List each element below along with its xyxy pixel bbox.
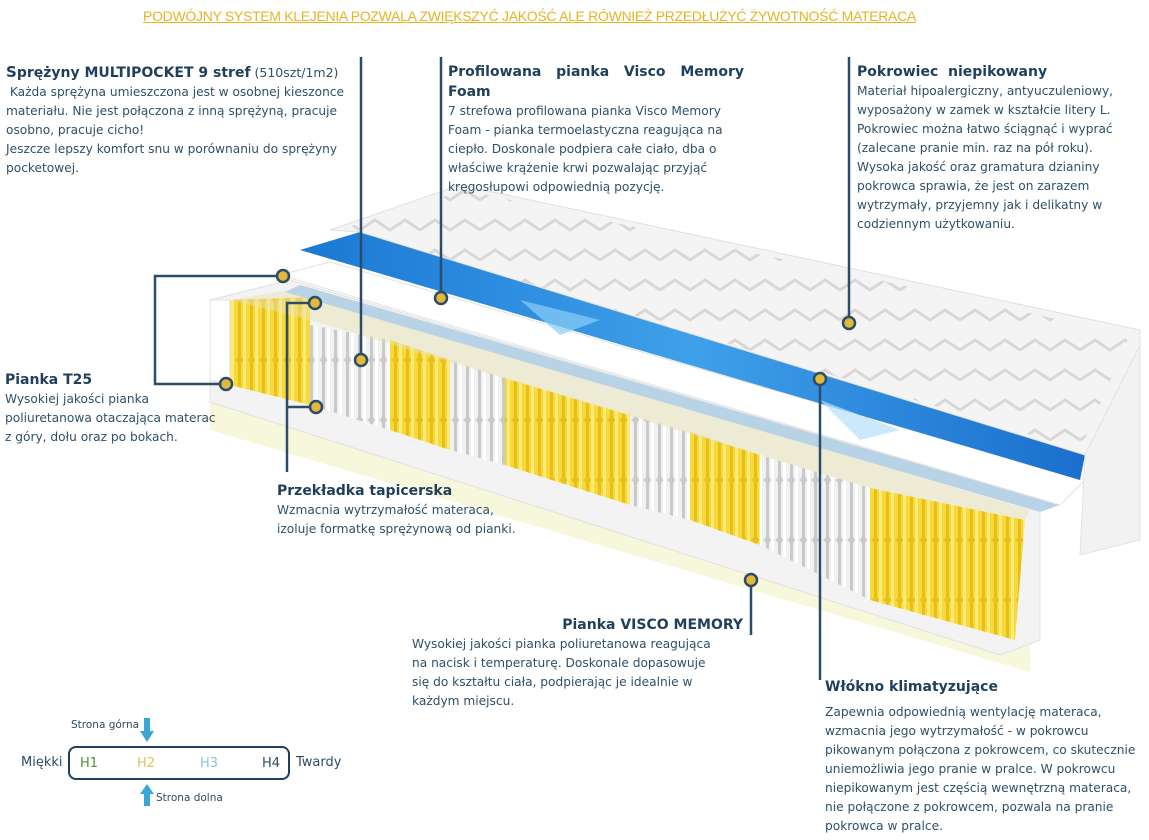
callout-springs: Sprężyny MULTIPOCKET 9 stref (510szt/1m2… (6, 62, 358, 178)
callout-upholstery: Przekładka tapicerska Wzmacnia wytrzymał… (277, 481, 557, 539)
springs-line: Każda sprężyna umieszczona jest w osobne… (6, 85, 344, 99)
arrow-up-icon (140, 784, 154, 806)
visco-foam-line: kręgosłupowi odpowiednią pozycję. (448, 180, 665, 194)
springs-title: Sprężyny MULTIPOCKET 9 stref (510szt/1m2… (6, 63, 339, 81)
upholstery-title: Przekładka tapicerska (277, 483, 453, 499)
hardness-h4: H4 (262, 756, 281, 771)
springs-line: pocketowej. (6, 161, 79, 175)
visco-foam-title: Profilowana pianka Visco Memory Foam (448, 64, 744, 100)
t25-line: poliuretanowa otaczająca materac (5, 411, 216, 425)
cover-line: wytrzymały, przyjemny jak i delikatny w (857, 198, 1103, 212)
upholstery-line: Wzmacnia wytrzymałość materaca, (277, 503, 494, 517)
fiber-line: uniemożliwia jego pranie w pralce. W pok… (825, 762, 1116, 776)
hard-label: Twardy (296, 755, 342, 770)
soft-label: Miękki (21, 755, 63, 770)
callout-fiber: Włókno klimatyzujące Zapewnia odpowiedni… (825, 677, 1149, 836)
callout-markers (218, 268, 857, 588)
visco-memory-line: się do kształtu ciała, podpierając je id… (412, 675, 693, 689)
fiber-line: niepikowanym jest częścią wewnętrzną mat… (825, 781, 1132, 795)
hardness-h1: H1 (80, 756, 99, 771)
springs-line: materiału. Nie jest połączona z inną spr… (6, 104, 338, 118)
cover-line: Wysoka jakość oraz gramatura dzianiny (857, 160, 1100, 174)
callout-cover: Pokrowiec niepikowany Materiał hipoalerg… (857, 62, 1149, 234)
visco-foam-line: 7 strefowa profilowana pianka Visco Memo… (448, 104, 721, 118)
fiber-line: pokrowca w pralce. (825, 819, 943, 833)
top-side-label: Strona górna (71, 719, 140, 731)
fiber-title: Włókno klimatyzujące (825, 679, 998, 695)
t25-line: z góry, dołu oraz po bokach. (5, 430, 178, 444)
cover-line: pokrowca sprawia, że jest on zarazem (857, 179, 1090, 193)
springs-line: osobno, pracuje cicho! (6, 123, 145, 137)
callout-visco-foam: Profilowana pianka Visco Memory Foam 7 s… (448, 62, 744, 197)
visco-foam-line: właściwe krążenie krwi pozwalając przyją… (448, 161, 708, 175)
upholstery-line: izoluje formatkę sprężynową od pianki. (277, 522, 516, 536)
fiber-line: Zapewnia odpowiednią wentylację materaca… (825, 705, 1102, 719)
t25-line: Wysokiej jakości pianka (5, 392, 149, 406)
visco-memory-line: każdym miejscu. (412, 694, 515, 708)
visco-memory-line: Wysokiej jakości pianka poliuretanowa re… (412, 637, 711, 651)
leader-lines (153, 57, 851, 680)
visco-memory-title: Pianka VISCO MEMORY (562, 617, 743, 633)
visco-memory-line: na nacisk i temperaturę. Doskonale dopas… (412, 656, 706, 670)
fiber-line: pikowanym połączona z pokrowcem, co skut… (825, 743, 1136, 757)
fiber-line: nie połączone z pokrowcem, pozwala na pr… (825, 800, 1114, 814)
banner-heading: PODWÓJNY SYSTEM KLEJENIA POZWALA ZWIĘKSZ… (143, 8, 916, 24)
cover-title: Pokrowiec niepikowany (857, 64, 1048, 80)
fiber-line: wzmacnia jego wytrzymałość - w pokrowcu (825, 724, 1089, 738)
visco-foam-line: ciepło. Doskonale podpiera całe ciało, d… (448, 142, 717, 156)
visco-memory-layer (210, 402, 1030, 672)
bottom-side-label: Strona dolna (156, 792, 223, 804)
arrow-down-icon (140, 718, 154, 742)
hardness-h2: H2 (137, 756, 156, 771)
cover-line: codziennym użytkowaniu. (857, 217, 1015, 231)
visco-foam-layer (300, 232, 1085, 480)
callout-t25: Pianka T25 Wysokiej jakości pianka poliu… (5, 370, 225, 447)
hardness-scale-box (68, 746, 290, 780)
t25-title: Pianka T25 (5, 372, 93, 388)
callout-visco-memory: Pianka VISCO MEMORY Wysokiej jakości pia… (412, 615, 747, 711)
cover-line: Pokrowiec można łatwo ściągnąć i wyprać (857, 122, 1113, 136)
cover-line: (zalecane pranie min. raz na pół roku). (857, 141, 1093, 155)
cover-line: Materiał hipoalergiczny, antyuczuleniowy… (857, 84, 1114, 98)
springs-line: Jeszcze lepszy komfort snu w porównaniu … (6, 142, 338, 156)
hardness-h3: H3 (200, 756, 219, 771)
visco-foam-line: Foam - pianka termoelastyczna reagująca … (448, 123, 723, 137)
cover-line: wyposażony w zamek w kształcie litery L. (857, 103, 1111, 117)
